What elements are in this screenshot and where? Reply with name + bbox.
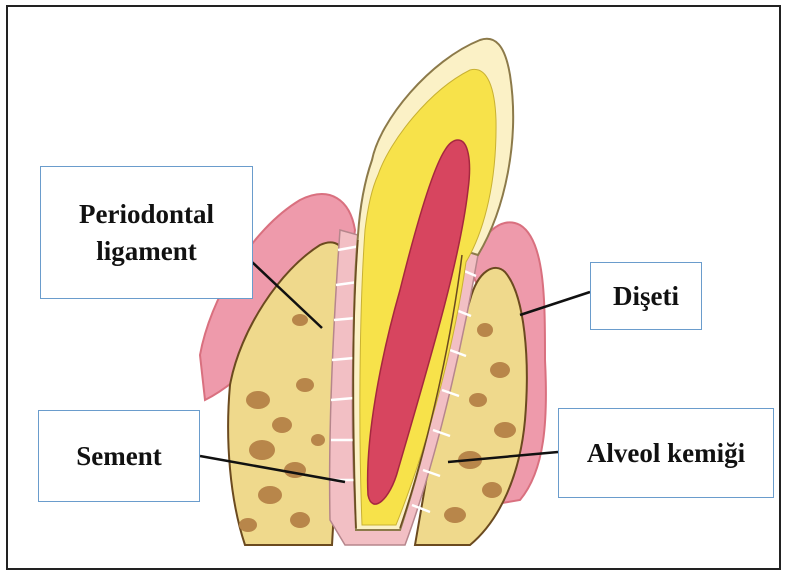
label-diseti-text: Dişeti	[613, 278, 679, 314]
label-diseti: Dişeti	[590, 262, 702, 330]
label-alveol-text: Alveol kemiği	[587, 435, 745, 471]
label-sement: Sement	[38, 410, 200, 502]
label-periodontal-ligament: Periodontal ligament	[40, 166, 253, 299]
label-periodontal-line1: Periodontal	[79, 196, 214, 232]
label-alveol-kemigi: Alveol kemiği	[558, 408, 774, 498]
label-sement-text: Sement	[76, 438, 161, 474]
label-periodontal-line2: ligament	[96, 233, 197, 269]
